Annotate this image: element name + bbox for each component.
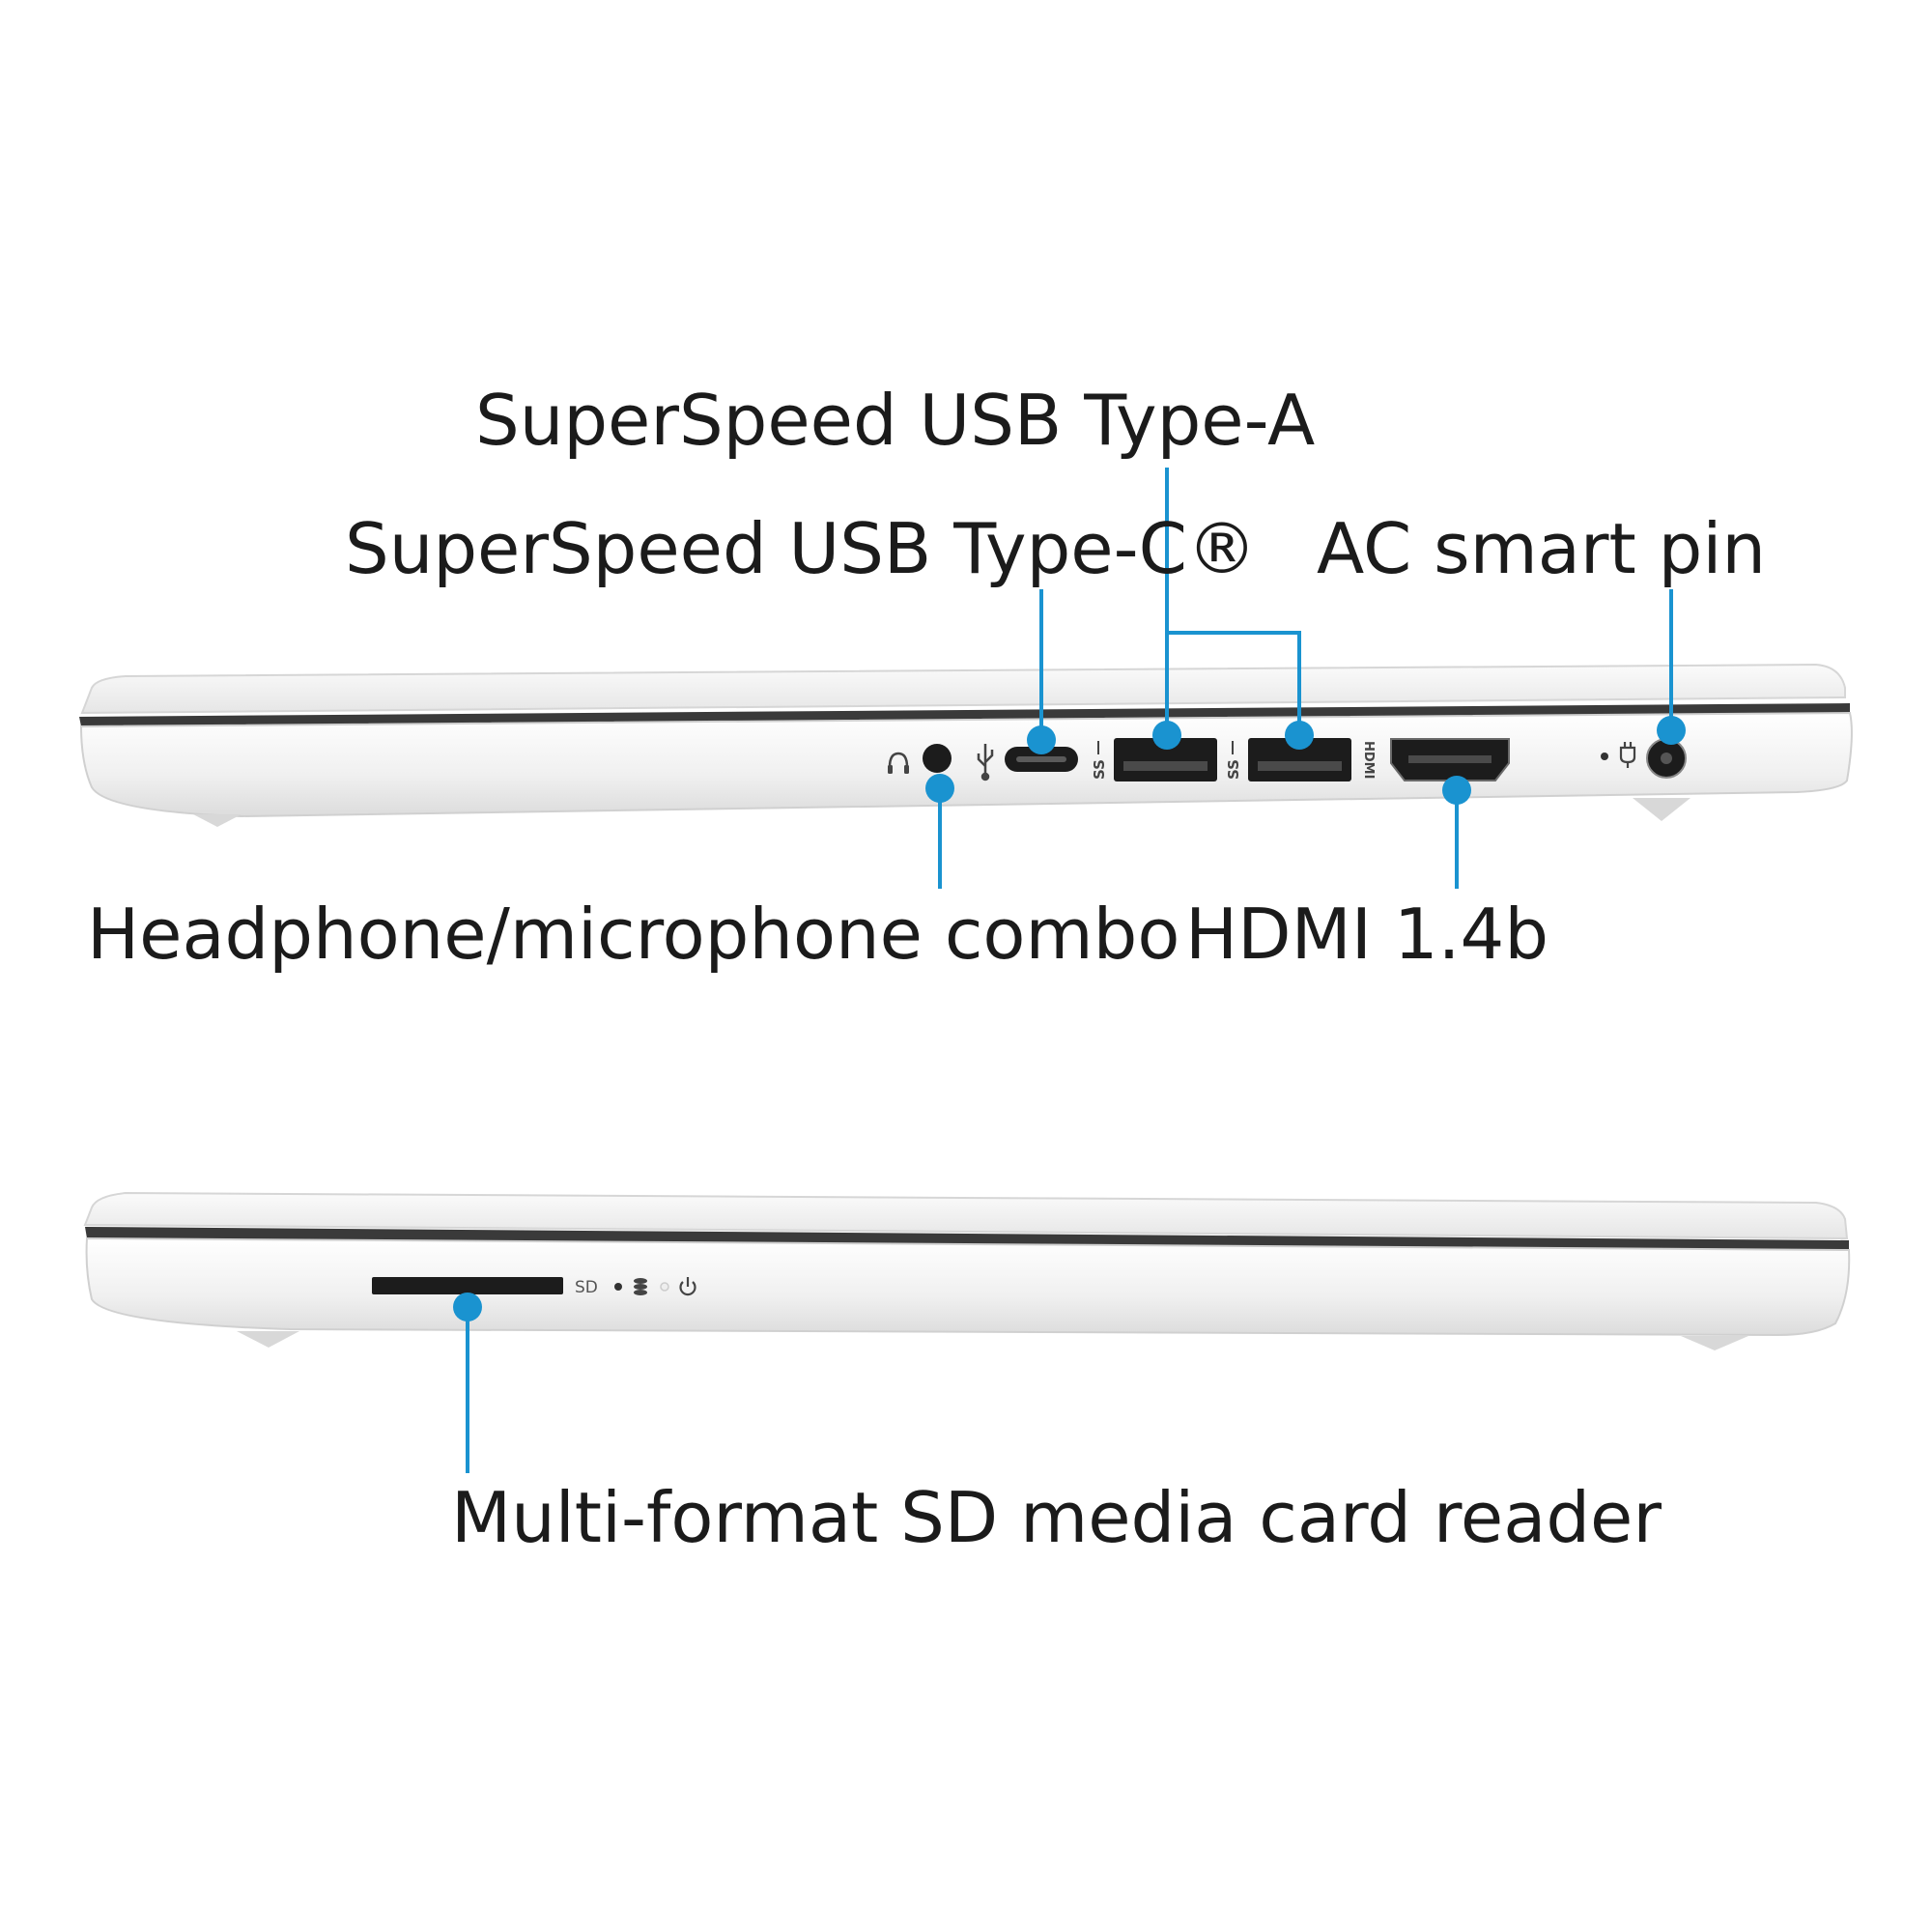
power-led bbox=[660, 1282, 669, 1292]
laptop-lid bbox=[83, 1191, 1849, 1240]
hdmi-tongue bbox=[1408, 755, 1492, 763]
sd-marking: SD bbox=[575, 1278, 598, 1297]
dot-usb-type-a-1 bbox=[1152, 721, 1181, 750]
svg-text:SS: SS bbox=[1225, 759, 1242, 780]
laptop-foot bbox=[237, 1331, 299, 1348]
usb-type-a-tongue bbox=[1123, 761, 1208, 771]
laptop-left-side: SS SS HDMI bbox=[79, 663, 1853, 827]
callout-dots bbox=[453, 716, 1686, 1321]
hdmi-logo-icon: HDMI bbox=[1361, 741, 1376, 779]
callout-leaders bbox=[466, 468, 1673, 1473]
power-led bbox=[1601, 753, 1608, 760]
usb-type-c-tongue bbox=[1016, 756, 1066, 762]
dot-hdmi bbox=[1442, 776, 1471, 805]
leader-usb-type-a-bracket bbox=[1167, 631, 1301, 730]
laptop-right-side: SD bbox=[83, 1191, 1851, 1350]
laptop-base bbox=[79, 711, 1853, 818]
laptop-foot bbox=[1633, 798, 1690, 821]
laptop-foot bbox=[193, 814, 242, 827]
headphone-jack bbox=[923, 744, 952, 773]
laptop-hinge-line bbox=[79, 703, 1850, 726]
dot-usb-type-a-2 bbox=[1285, 721, 1314, 750]
label-hdmi: HDMI 1.4b bbox=[1185, 894, 1548, 975]
label-headphone-combo: Headphone/microphone combo bbox=[87, 894, 1179, 975]
label-sd-reader: Multi-format SD media card reader bbox=[451, 1477, 1662, 1558]
dot-sd-reader bbox=[453, 1293, 482, 1321]
dot-usb-type-c bbox=[1027, 725, 1056, 754]
power-plug-icon bbox=[1619, 742, 1636, 768]
usb-type-a-tongue bbox=[1258, 761, 1342, 771]
superspeed-usb-icon: SS bbox=[1091, 741, 1108, 780]
headphone-icon bbox=[888, 752, 909, 774]
label-usb-type-a: SuperSpeed USB Type-A bbox=[475, 380, 1315, 461]
ac-smart-pin-center bbox=[1661, 753, 1672, 764]
laptop-base bbox=[85, 1236, 1851, 1337]
usb-icon bbox=[977, 744, 994, 781]
laptop-foot bbox=[1681, 1336, 1748, 1350]
dot-ac-smart-pin bbox=[1657, 716, 1686, 745]
dot-headphone bbox=[925, 774, 954, 803]
svg-text:HDMI: HDMI bbox=[1361, 741, 1376, 779]
laptop-hinge-line bbox=[85, 1227, 1849, 1250]
label-ac-smart-pin: AC smart pin bbox=[1317, 508, 1766, 589]
superspeed-usb-icon: SS bbox=[1225, 741, 1242, 780]
laptop-lid bbox=[80, 663, 1846, 715]
power-icon bbox=[679, 1277, 696, 1296]
activity-led bbox=[614, 1283, 622, 1291]
label-usb-type-c: SuperSpeed USB Type-C® bbox=[345, 508, 1257, 589]
svg-text:SS: SS bbox=[1091, 759, 1108, 780]
sd-card-slot bbox=[372, 1277, 563, 1294]
drive-activity-icon bbox=[634, 1278, 647, 1295]
